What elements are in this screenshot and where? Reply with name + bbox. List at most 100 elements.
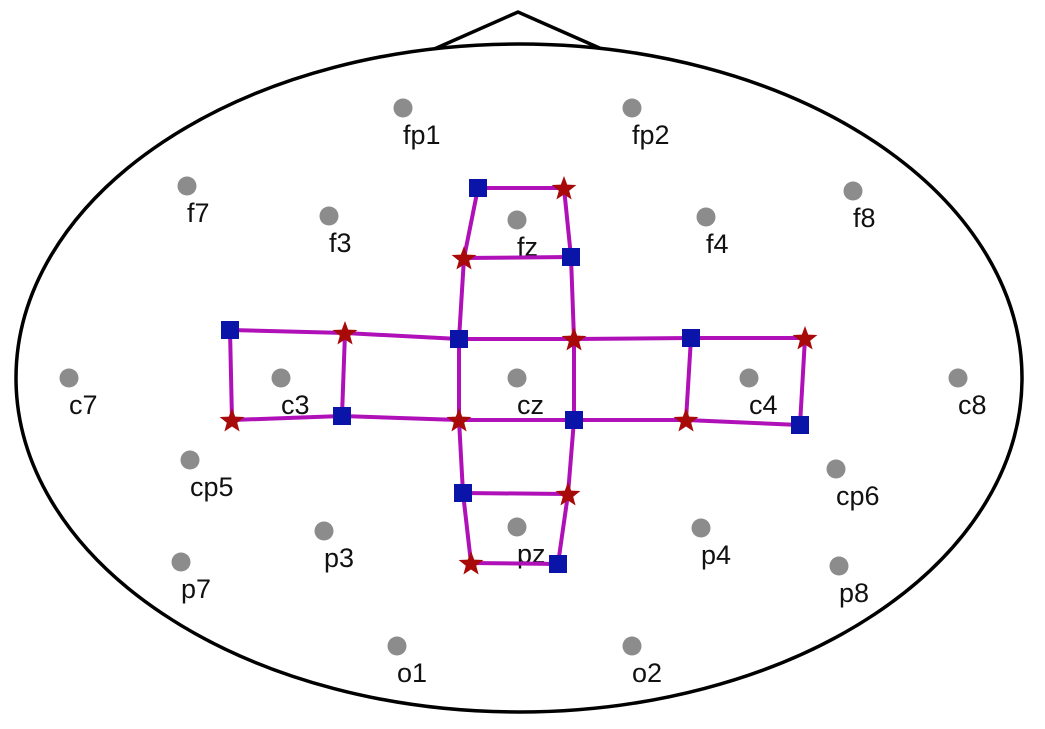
square-marker <box>450 330 468 348</box>
connection-line <box>556 492 570 566</box>
electrode-dot <box>691 518 711 538</box>
star-marker <box>332 321 358 345</box>
electrode-f3: f3 <box>319 206 352 258</box>
connection-line <box>340 331 347 418</box>
connection-line <box>340 414 461 422</box>
connection-line <box>461 491 473 565</box>
connection-line <box>798 336 807 427</box>
square-marker <box>565 411 583 429</box>
connection-line <box>469 561 560 566</box>
star-marker <box>451 246 477 270</box>
electrode-dot <box>393 98 413 118</box>
electrode-fz: fz <box>507 210 538 262</box>
star-marker <box>219 408 245 432</box>
electrode-label: fp2 <box>632 120 670 150</box>
electrode-f4: f4 <box>696 207 729 259</box>
square-marker <box>333 407 351 425</box>
electrode-p4: p4 <box>691 518 731 570</box>
electrode-label: c7 <box>69 390 98 420</box>
electrode-dot <box>948 368 968 388</box>
square-marker <box>469 179 487 197</box>
head-outline <box>14 10 1024 714</box>
electrode-p3: p3 <box>314 521 354 573</box>
electrode-dot <box>843 181 863 201</box>
electrode-dot <box>59 368 79 388</box>
square-marker <box>791 416 809 434</box>
electrode-dot <box>177 176 197 196</box>
electrode-f7: f7 <box>177 176 210 228</box>
electrode-dot <box>507 210 527 230</box>
electrode-dot <box>314 521 334 541</box>
electrode-label: f3 <box>329 228 352 258</box>
electrode-c4: c4 <box>739 368 778 420</box>
electrode-label: c4 <box>749 390 778 420</box>
electrode-c8: c8 <box>948 368 987 420</box>
electrode-label: p4 <box>701 540 731 570</box>
electrode-o1: o1 <box>387 636 427 688</box>
square-marker <box>682 329 700 347</box>
square-marker <box>221 321 239 339</box>
connection-line <box>457 418 465 495</box>
electrode-dot <box>696 207 716 227</box>
electrode-label: c8 <box>958 390 987 420</box>
electrode-cz: cz <box>507 368 544 420</box>
electrode-cp6: cp6 <box>826 459 880 511</box>
electrode-fp1: fp1 <box>393 98 441 150</box>
square-marker <box>454 484 472 502</box>
connections <box>228 186 807 566</box>
electrode-dot <box>387 636 407 656</box>
electrode-label: f4 <box>706 229 729 259</box>
electrode-label: cp6 <box>836 481 880 511</box>
electrode-dot <box>319 206 339 226</box>
electrode-dot <box>507 368 527 388</box>
star-marker <box>551 176 577 200</box>
electrode-dot <box>180 450 200 470</box>
connection-line <box>457 256 466 341</box>
star-marker <box>673 408 699 432</box>
connection-line <box>684 418 802 427</box>
connection-line <box>228 328 234 422</box>
connection-line <box>566 418 576 496</box>
connection-line <box>461 491 570 496</box>
star-marker <box>792 326 818 350</box>
electrode-label: cp5 <box>190 472 234 502</box>
electrode-c7: c7 <box>59 368 98 420</box>
electrode-dot <box>507 517 527 537</box>
connection-line <box>684 336 693 422</box>
electrode-label: f7 <box>187 198 210 228</box>
electrode-label: f8 <box>853 203 876 233</box>
electrode-dot <box>271 368 291 388</box>
electrode-label: o1 <box>397 658 427 688</box>
electrode-cp5: cp5 <box>180 450 234 502</box>
electrode-label: fp1 <box>403 120 441 150</box>
electrode-dot <box>622 98 642 118</box>
electrode-o2: o2 <box>622 636 662 688</box>
electrode-c3: c3 <box>271 368 310 420</box>
electrode-dot <box>829 556 849 576</box>
electrode-label: cz <box>517 390 544 420</box>
connection-line <box>343 331 461 341</box>
star-marker <box>561 327 587 351</box>
connection-line <box>572 336 693 341</box>
electrode-dot <box>739 368 759 388</box>
electrode-dot <box>622 636 642 656</box>
star-marker <box>458 551 484 575</box>
electrode-dot <box>171 552 191 572</box>
electrode-p8: p8 <box>829 556 869 608</box>
electrode-dot <box>826 459 846 479</box>
connection-line <box>230 414 344 422</box>
star-marker <box>446 408 472 432</box>
electrode-label: c3 <box>281 390 310 420</box>
connection-line <box>462 186 480 260</box>
electrode-fp2: fp2 <box>622 98 670 150</box>
electrode-label: o2 <box>632 658 662 688</box>
square-marker <box>562 248 580 266</box>
electrode-p7: p7 <box>171 552 211 604</box>
star-marker <box>555 482 581 506</box>
connection-line <box>228 328 347 335</box>
electrode-f8: f8 <box>843 181 876 233</box>
connection-line <box>462 255 573 260</box>
connection-line <box>562 186 573 259</box>
